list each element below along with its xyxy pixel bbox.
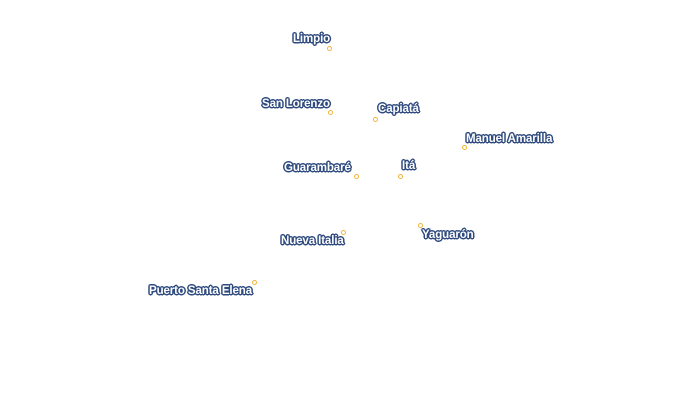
city-label-limpio[interactable]: Limpio xyxy=(293,33,331,45)
city-label-ita[interactable]: Itá xyxy=(402,160,416,172)
city-label-yaguaron[interactable]: Yaguarón xyxy=(422,229,474,241)
city-label-guarambare[interactable]: Guarambaré xyxy=(284,162,351,174)
city-marker-yaguaron[interactable] xyxy=(418,223,423,228)
city-label-puerto-santa-elena[interactable]: Puerto Santa Elena xyxy=(149,285,253,297)
city-label-nueva-italia[interactable]: Nueva Italia xyxy=(281,235,344,247)
city-marker-ita[interactable] xyxy=(398,174,403,179)
city-marker-manuel-amarilla[interactable] xyxy=(462,145,467,150)
city-marker-san-lorenzo[interactable] xyxy=(328,110,333,115)
city-label-manuel-amarilla[interactable]: Manuel Amarilla xyxy=(466,133,553,145)
city-marker-limpio[interactable] xyxy=(327,46,332,51)
city-marker-puerto-santa-elena[interactable] xyxy=(252,280,257,285)
city-marker-nueva-italia[interactable] xyxy=(341,230,346,235)
city-label-capiata[interactable]: Capiatá xyxy=(378,103,419,115)
city-label-san-lorenzo[interactable]: San Lorenzo xyxy=(262,98,330,110)
city-marker-guarambare[interactable] xyxy=(354,174,359,179)
city-marker-capiata[interactable] xyxy=(373,117,378,122)
